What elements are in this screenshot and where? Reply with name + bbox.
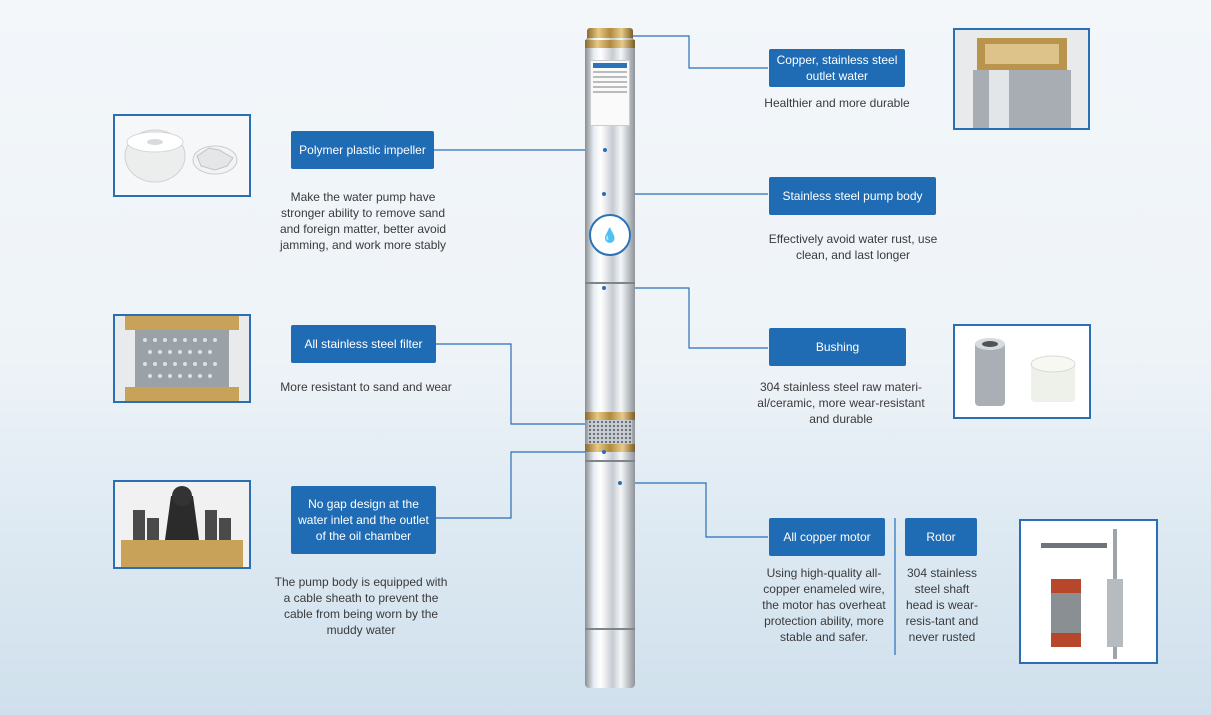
oil-chamber-photo (113, 480, 251, 569)
no-gap-label: No gap design at the water inlet and the… (291, 486, 436, 554)
line-outlet (613, 35, 768, 69)
rotor-label: Rotor (905, 518, 977, 556)
outlet-photo (953, 28, 1090, 130)
pump-body-description: Effectively avoid water rust, use clean,… (768, 232, 938, 262)
pump-body-label: Stainless steel pump body (769, 177, 936, 215)
filter-title: All stainless steel filter (304, 337, 423, 351)
impeller-description: Make the water pump have stronger abilit… (279, 190, 447, 252)
rotor-title: Rotor (926, 530, 956, 544)
line-filter (436, 343, 606, 425)
marker-dot (618, 481, 622, 485)
line-bushing (604, 287, 768, 349)
filter-label: All stainless steel filter (291, 325, 436, 363)
pump-nameplate (590, 60, 630, 126)
oil-chamber-image (115, 482, 249, 567)
pump-seam (585, 628, 635, 630)
outlet-title: Copper, stainless steel outlet water (776, 53, 898, 83)
motor-label: All copper motor (769, 518, 885, 556)
filter-photo (113, 314, 251, 403)
pump-seam (585, 282, 635, 284)
rotor-image (1021, 521, 1156, 662)
motor-description: Using high-quality all-copper enameled w… (762, 566, 886, 644)
filter-description: More resistant to sand and wear (280, 380, 452, 394)
impeller-photo (113, 114, 251, 197)
marker-dot (602, 450, 606, 454)
pump-filter-mesh (588, 420, 632, 446)
submersible-pump: 💧 (585, 28, 635, 690)
outlet-label: Copper, stainless steel outlet water (769, 49, 905, 87)
pump-top-ring (585, 40, 635, 48)
bushing-description: 304 stainless steel raw materi-al/cerami… (757, 380, 925, 426)
bushing-title: Bushing (815, 340, 860, 354)
outlet-image (955, 30, 1088, 128)
marker-dot (603, 148, 607, 152)
pump-seam (585, 460, 635, 462)
motor-title: All copper motor (783, 530, 871, 544)
filter-upper-ring (585, 412, 635, 420)
impeller-title: Polymer plastic impeller (299, 143, 426, 157)
water-drop-icon: 💧 (589, 214, 631, 256)
bushing-photo (953, 324, 1091, 419)
line-no-gap (436, 451, 604, 519)
bushing-label: Bushing (769, 328, 906, 366)
no-gap-title: No gap design at the water inlet and the… (298, 497, 429, 543)
line-motor (620, 482, 768, 538)
impeller-image (115, 116, 249, 195)
impeller-label: Polymer plastic impeller (291, 131, 434, 169)
rotor-photo (1019, 519, 1158, 664)
no-gap-description: The pump body is equipped with a cable s… (274, 575, 448, 637)
pump-body-title: Stainless steel pump body (782, 189, 923, 203)
bushing-image (955, 326, 1089, 417)
filter-image (115, 316, 249, 401)
pump-body (585, 38, 635, 688)
marker-dot (602, 286, 606, 290)
filter-lower-ring (585, 444, 635, 452)
marker-dot (602, 192, 606, 196)
rotor-description: 304 stainless steel shaft head is wear-r… (905, 566, 979, 644)
outlet-description: Healthier and more durable (764, 96, 910, 110)
